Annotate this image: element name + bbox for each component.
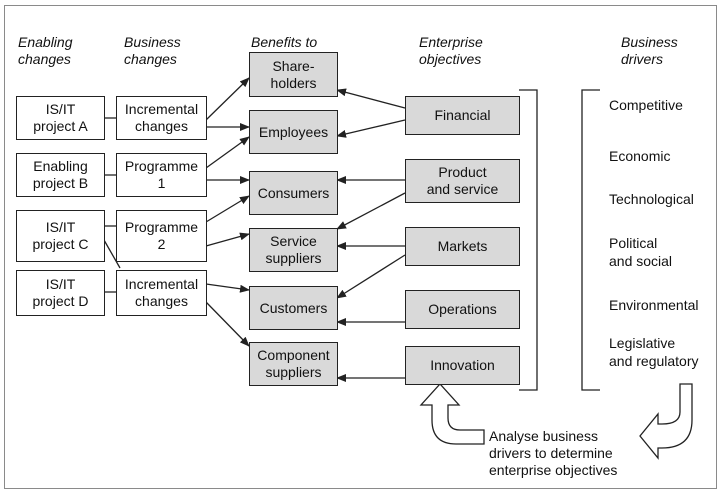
business-change-box: Incremental changes [116,270,207,316]
arrow-inc-shareholders [205,77,250,121]
driver-label: Political and social [609,235,673,269]
enabling-change-box: IS/IT project C [16,210,105,262]
arrow-product-service [336,192,406,230]
benefit-box-service-suppliers: Service suppliers [249,228,338,272]
connector-c-inc [103,239,121,269]
driver-label: Economic [609,148,671,164]
header-enabling-changes: Enabling changes [18,34,73,67]
driver-label: Legislative and regulatory [609,335,699,369]
objectives-bracket [519,89,538,391]
driver-label: Environmental [609,297,699,313]
arrow-inc-customers [205,283,250,293]
objective-box-operations: Operations [405,290,520,329]
business-change-box: Incremental changes [116,96,207,140]
benefit-box-consumers: Consumers [249,171,338,215]
drivers-curved-arrow-icon [639,383,693,460]
objective-box-financial: Financial [405,96,520,135]
driver-label: Competitive [609,97,683,113]
objectives-curved-arrow-icon [419,383,485,445]
arrow-financial-employees [336,119,406,138]
header-benefits-to: Benefits to [251,34,318,50]
benefit-box-employees: Employees [249,110,338,154]
objective-box-product-service: Product and service [405,159,520,203]
drivers-bracket [581,89,600,391]
header-business-changes: Business changes [124,34,181,67]
arrow-financial-shareholders [336,88,406,109]
arrow-markets-customers [336,254,406,299]
objective-box-markets: Markets [405,227,520,266]
header-enterprise-objectives: Enterprise objectives [419,34,483,67]
enabling-change-box: IS/IT project D [16,270,105,316]
benefit-box-component-suppliers: Component suppliers [249,342,338,386]
arrow-inc-component [205,301,250,347]
header-business-drivers: Business drivers [621,34,678,67]
analyse-drivers-note: Analyse business drivers to determine en… [489,428,618,478]
enabling-change-box: Enabling project B [16,153,105,197]
enabling-change-box: IS/IT project A [16,96,105,140]
benefit-box-customers: Customers [249,286,338,330]
business-change-box: Programme 2 [116,210,207,262]
driver-label: Technological [609,191,694,207]
benefit-box-shareholders: Share- holders [249,52,338,97]
business-change-box: Programme 1 [116,153,207,197]
objective-box-innovation: Innovation [405,346,520,385]
arrow-prog1-employees [205,136,250,169]
arrow-prog2-service [205,232,250,247]
arrow-prog2-consumers [205,195,250,223]
diagram-frame [4,5,717,489]
